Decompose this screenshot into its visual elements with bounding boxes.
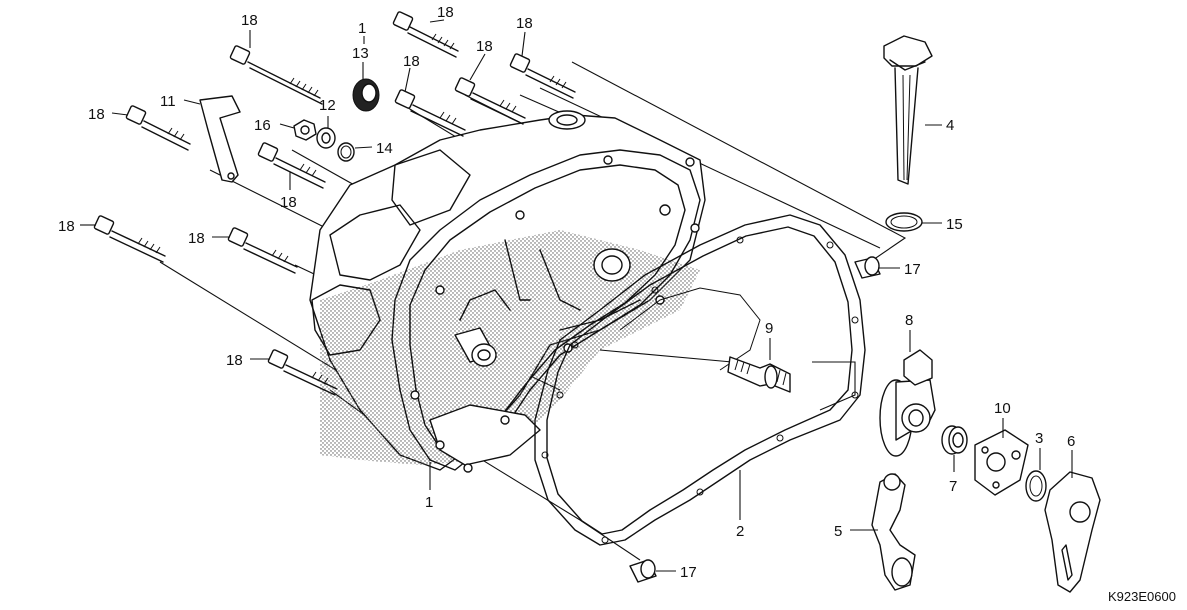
washer — [316, 127, 336, 149]
callout-18-f: 18 — [88, 106, 105, 123]
callout-13: 13 — [352, 45, 369, 62]
callout-15: 15 — [946, 216, 963, 233]
callout-9: 9 — [765, 320, 773, 337]
bolt-1 — [229, 45, 323, 105]
bolt-2 — [392, 11, 459, 58]
o-ring-pump — [1025, 470, 1047, 502]
callout-4: 4 — [946, 117, 954, 134]
callout-10: 10 — [994, 400, 1011, 417]
bolt-3 — [509, 53, 576, 99]
callout-8: 8 — [905, 312, 913, 329]
lever-arm — [871, 473, 916, 591]
callout-3: 3 — [1035, 430, 1043, 447]
callout-17-bottom: 17 — [680, 564, 697, 581]
bolt-9 — [227, 227, 298, 274]
retainer-plate — [974, 429, 1029, 496]
callout-6: 6 — [1067, 433, 1075, 450]
callout-leaders — [80, 19, 1073, 572]
callout-14: 14 — [376, 140, 393, 157]
callout-11: 11 — [160, 93, 176, 110]
collar — [941, 425, 968, 455]
callout-18-h: 18 — [58, 218, 75, 235]
callout-7: 7 — [949, 478, 957, 495]
callout-18-b: 18 — [437, 4, 454, 21]
callout-1-bottom: 1 — [425, 494, 433, 511]
diagram-code: K923E0600 — [1108, 589, 1176, 604]
dipstick-o-ring — [885, 212, 923, 232]
callout-18-d: 18 — [476, 38, 493, 55]
lever-plate — [1044, 471, 1101, 593]
nut — [293, 119, 317, 141]
callout-17-right: 17 — [904, 261, 921, 278]
callout-18-c: 18 — [516, 15, 533, 32]
oil-dipstick — [883, 35, 933, 185]
callout-1-top: 1 — [358, 20, 366, 37]
callout-5: 5 — [834, 523, 842, 540]
callout-16: 16 — [254, 117, 271, 134]
callout-18-e: 18 — [403, 53, 420, 70]
cable-clamp — [199, 95, 241, 183]
pump-drive-assembly — [879, 349, 936, 457]
dowel-pin-right — [854, 256, 881, 279]
callout-18-i: 18 — [188, 230, 205, 247]
bolt-5 — [394, 89, 466, 137]
callout-18-a: 18 — [241, 12, 258, 29]
bolt-6 — [125, 105, 191, 151]
cover-gasket — [534, 214, 866, 546]
oil-seal — [352, 78, 380, 112]
flange-bolts — [93, 11, 576, 396]
stud-bolt — [727, 356, 791, 393]
callout-18-g: 18 — [280, 194, 297, 211]
bolt-8 — [93, 215, 166, 263]
callout-2: 2 — [736, 523, 744, 540]
callout-18-j: 18 — [226, 352, 243, 369]
bolt-7 — [257, 142, 326, 189]
callout-labels: 1 13 11 16 12 14 4 15 17 17 9 8 10 3 6 7… — [58, 4, 1075, 581]
dowel-pin-bottom — [629, 559, 657, 583]
o-ring-small — [337, 142, 355, 162]
right-crankcase-cover — [309, 110, 706, 473]
bolt-4 — [454, 77, 526, 125]
callout-12: 12 — [319, 97, 336, 114]
bolt-10 — [267, 349, 338, 396]
